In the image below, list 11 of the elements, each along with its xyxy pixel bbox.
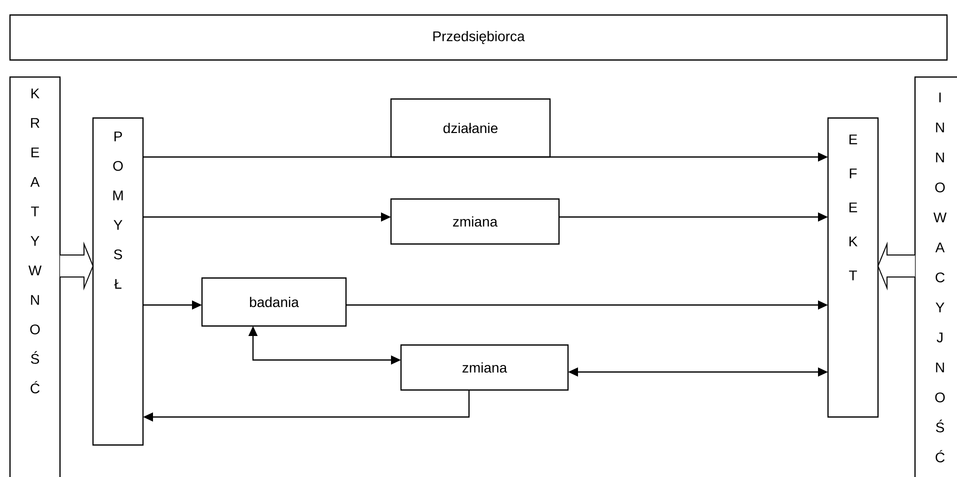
block-arrow	[877, 241, 916, 291]
process-box: Przedsiębiorca	[9, 14, 948, 61]
vertical-box: I N N O W A C Y J N O Ś Ć	[914, 76, 957, 477]
vertical-box: P O M Y S Ł	[92, 117, 144, 446]
process-box: badania	[201, 277, 347, 327]
block-arrow	[60, 241, 94, 291]
vertical-box: E F E K T	[827, 117, 879, 418]
process-box: działanie	[390, 98, 551, 158]
process-box: zmiana	[390, 198, 560, 245]
vertical-box: K R E A T Y W N O Ś Ć	[9, 76, 61, 477]
process-box: zmiana	[400, 344, 569, 391]
